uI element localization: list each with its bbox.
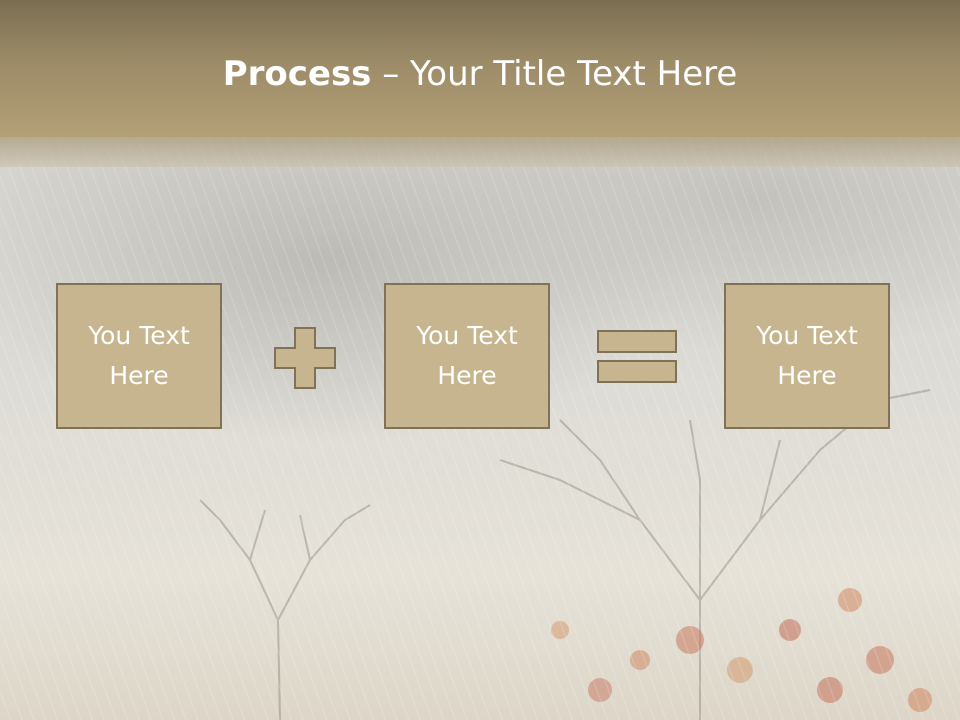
header-band	[0, 137, 960, 167]
text-box-1-label: You Text Here	[88, 321, 190, 390]
title-rest: – Your Title Text Here	[371, 54, 738, 94]
text-box-3-label: You Text Here	[756, 321, 858, 390]
text-box-2-label: You Text Here	[416, 321, 518, 390]
plus-icon	[274, 327, 336, 389]
slide-title: Process – Your Title Text Here	[0, 50, 960, 98]
equals-icon	[597, 330, 677, 383]
title-bar: Process – Your Title Text Here	[0, 0, 960, 137]
text-box-1[interactable]: You Text Here	[56, 283, 222, 429]
text-box-2[interactable]: You Text Here	[384, 283, 550, 429]
text-box-3[interactable]: You Text Here	[724, 283, 890, 429]
title-bold: Process	[222, 54, 372, 94]
